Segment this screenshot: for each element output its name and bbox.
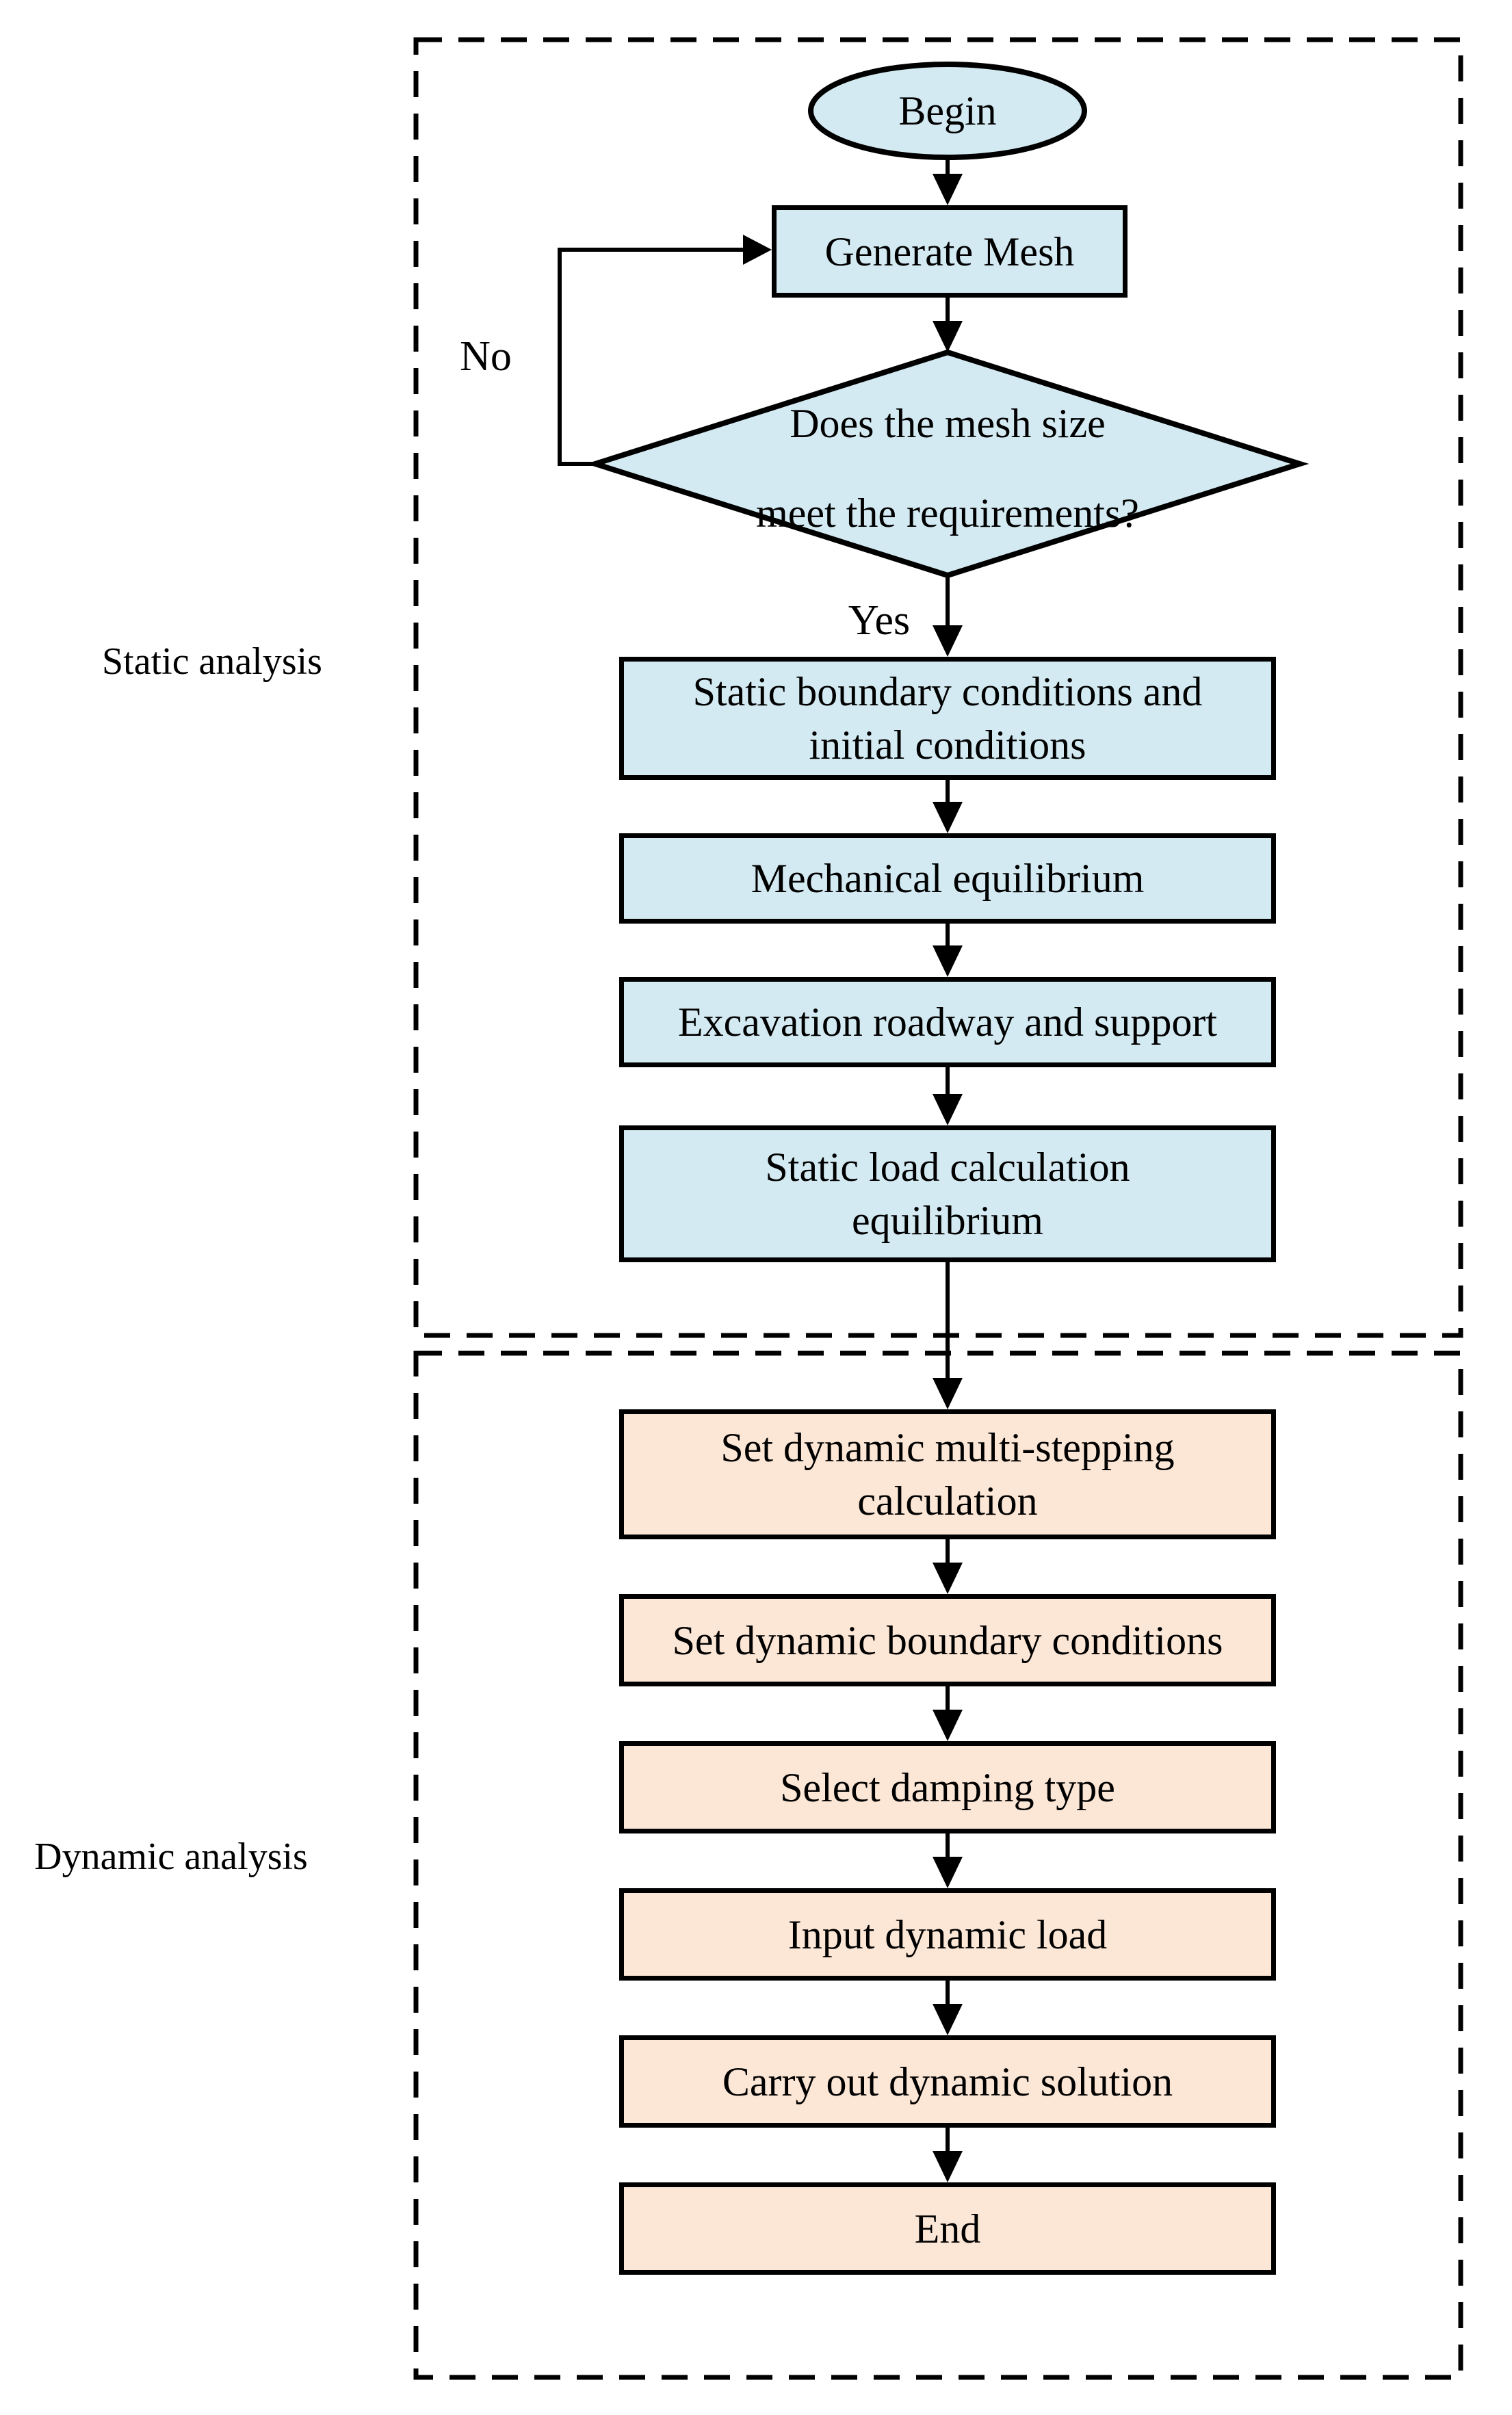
input-dynamic-load-box: Input dynamic load bbox=[619, 1888, 1276, 1981]
generate-mesh-box: Generate Mesh bbox=[772, 205, 1128, 298]
mesh-decision-label-line1: Does the mesh size bbox=[790, 401, 1106, 446]
dynamic-boundary-conditions-box: Set dynamic boundary conditions bbox=[619, 1594, 1276, 1686]
select-damping-type-label: Select damping type bbox=[780, 1764, 1115, 1810]
end-box: End bbox=[619, 2182, 1276, 2275]
arrow-damping-to-input-load bbox=[933, 1833, 963, 1888]
mesh-decision-diamond: Does the mesh size meet the requirements… bbox=[674, 400, 1221, 537]
arrow-static-load-to-multi-stepping bbox=[933, 1262, 963, 1409]
begin-label: Begin bbox=[898, 88, 997, 133]
mechanical-equilibrium-label: Mechanical equilibrium bbox=[751, 856, 1145, 901]
static-load-calculation-label-line2: equilibrium bbox=[852, 1198, 1043, 1243]
arrow-generate-mesh-to-decision bbox=[933, 298, 963, 352]
carry-out-dynamic-solution-label: Carry out dynamic solution bbox=[722, 2059, 1173, 2104]
no-edge-label: No bbox=[460, 333, 512, 380]
excavation-roadway-box: Excavation roadway and support bbox=[619, 977, 1276, 1067]
static-boundary-conditions-label-line1: Static boundary conditions and bbox=[692, 669, 1203, 714]
begin-terminator: Begin bbox=[811, 64, 1084, 157]
dynamic-boundary-conditions-label: Set dynamic boundary conditions bbox=[672, 1617, 1223, 1663]
arrow-excavation-to-static-load bbox=[933, 1067, 963, 1125]
arrow-mechanical-to-excavation bbox=[933, 924, 963, 977]
generate-mesh-label: Generate Mesh bbox=[824, 229, 1075, 274]
arrow-decision-to-static-boundary bbox=[933, 575, 963, 657]
arrow-begin-to-generate-mesh bbox=[933, 156, 963, 205]
multi-stepping-calculation-label-line1: Set dynamic multi-stepping bbox=[720, 1425, 1175, 1470]
static-boundary-conditions-label-line2: initial conditions bbox=[809, 722, 1086, 768]
select-damping-type-box: Select damping type bbox=[619, 1741, 1276, 1833]
arrow-dynamic-boundary-to-damping bbox=[933, 1686, 963, 1741]
static-analysis-label: Static analysis bbox=[102, 640, 322, 683]
no-loop-connector bbox=[558, 235, 772, 466]
mesh-decision-label-line2: meet the requirements? bbox=[756, 491, 1139, 536]
arrow-solution-to-end bbox=[933, 2128, 963, 2182]
static-load-calculation-label-line1: Static load calculation bbox=[765, 1145, 1130, 1190]
yes-edge-label: Yes bbox=[848, 597, 911, 644]
static-load-calculation-box: Static load calculation equilibrium bbox=[619, 1125, 1276, 1262]
static-boundary-conditions-box: Static boundary conditions and initial c… bbox=[619, 657, 1276, 780]
dynamic-analysis-label: Dynamic analysis bbox=[34, 1836, 308, 1878]
excavation-roadway-label: Excavation roadway and support bbox=[677, 1000, 1218, 1045]
carry-out-dynamic-solution-box: Carry out dynamic solution bbox=[619, 2035, 1276, 2128]
multi-stepping-calculation-label-line2: calculation bbox=[857, 1478, 1038, 1524]
end-label: End bbox=[914, 2206, 981, 2251]
dynamic-section-border bbox=[413, 1350, 1463, 2380]
arrow-multi-stepping-to-dynamic-boundary bbox=[933, 1539, 963, 1594]
mechanical-equilibrium-box: Mechanical equilibrium bbox=[619, 833, 1276, 924]
multi-stepping-calculation-box: Set dynamic multi-stepping calculation bbox=[619, 1409, 1276, 1539]
arrow-static-boundary-to-mechanical bbox=[933, 780, 963, 833]
static-section-border bbox=[413, 37, 1463, 1338]
input-dynamic-load-label: Input dynamic load bbox=[787, 1911, 1108, 1957]
arrow-input-load-to-solution bbox=[933, 1981, 963, 2035]
